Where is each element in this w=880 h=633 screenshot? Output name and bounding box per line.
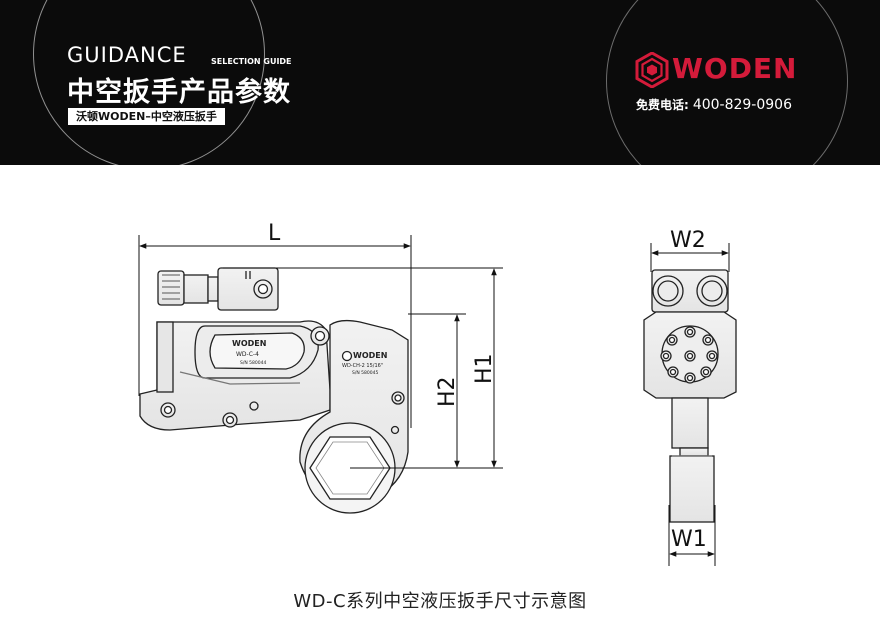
page-title: 中空扳手产品参数 <box>67 77 291 108</box>
guide-subtitle: SELECTION GUIDE <box>211 57 292 66</box>
end-view <box>643 269 737 523</box>
header-banner: GUIDANCE SELECTION GUIDE 中空扳手产品参数 沃顿WODE… <box>0 0 880 165</box>
phone-line: 免费电话:400-829-0906 <box>636 96 792 113</box>
dim-label-l: L <box>268 221 281 246</box>
link-model-text: WD-CH-2 15/16" <box>342 363 383 369</box>
link-sn-text: S/N 580045 <box>352 370 378 376</box>
end-dimensions <box>650 243 730 566</box>
housing-brand-text: WODEN <box>232 339 266 348</box>
tagline: 沃顿WODEN–中空液压扳手 <box>68 108 225 125</box>
guide-title: GUIDANCE <box>67 43 187 67</box>
dim-label-w2: W2 <box>670 228 706 253</box>
dim-label-w1: W1 <box>671 527 707 552</box>
dim-label-h2: H2 <box>435 376 460 407</box>
brand-name: WODEN <box>672 52 798 85</box>
housing-model-text: WD-C-4 <box>236 351 259 358</box>
dim-label-h1: H1 <box>472 353 497 384</box>
decorative-arc-right <box>606 0 848 165</box>
housing-sn-text: S/N 580044 <box>240 360 266 366</box>
link-logo-icon <box>341 350 353 362</box>
diagram-caption: WD-C系列中空液压扳手尺寸示意图 <box>293 591 587 612</box>
phone-number: 400-829-0906 <box>692 97 792 113</box>
woden-logo-icon <box>635 52 669 88</box>
phone-label: 免费电话: <box>636 98 689 112</box>
side-dimensions <box>138 235 503 469</box>
link-brand-text: WODEN <box>353 351 387 360</box>
side-view: WODEN WD-C-4 S/N 580044 WODEN WD-CH-2 15… <box>139 267 409 514</box>
hose-coupler <box>157 267 279 311</box>
